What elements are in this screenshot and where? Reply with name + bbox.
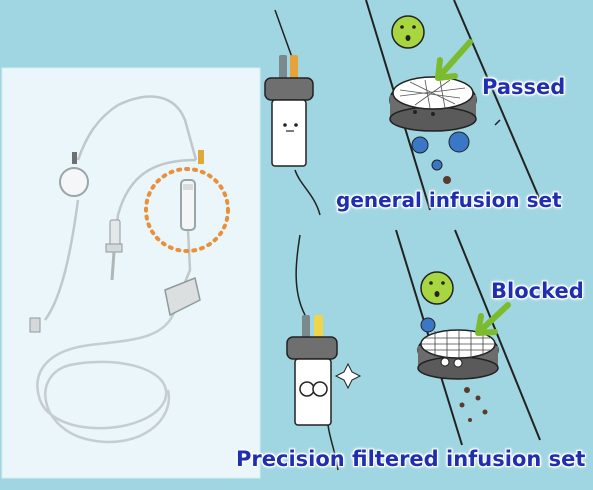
precision-set-label: Precision filtered infusion set [236,447,586,471]
drip-chamber-character-icon [286,315,362,426]
blocked-label: Blocked [491,279,584,303]
filter-mesh-icon [389,76,477,132]
highlight-circle [144,167,230,253]
particle-smiley-icon [420,271,454,305]
particle-smiley-icon [391,15,425,49]
passed-label: Passed [482,75,566,99]
filter-mesh-icon [417,329,499,380]
general-set-illustration [264,0,541,216]
general-set-label: general infusion set [336,188,562,212]
infusion-set-photo [1,67,261,479]
green-arrow-icon [435,39,473,81]
precision-set-illustration [286,229,541,471]
drip-chamber-character-icon [264,55,314,167]
green-arrow-icon [475,302,511,336]
